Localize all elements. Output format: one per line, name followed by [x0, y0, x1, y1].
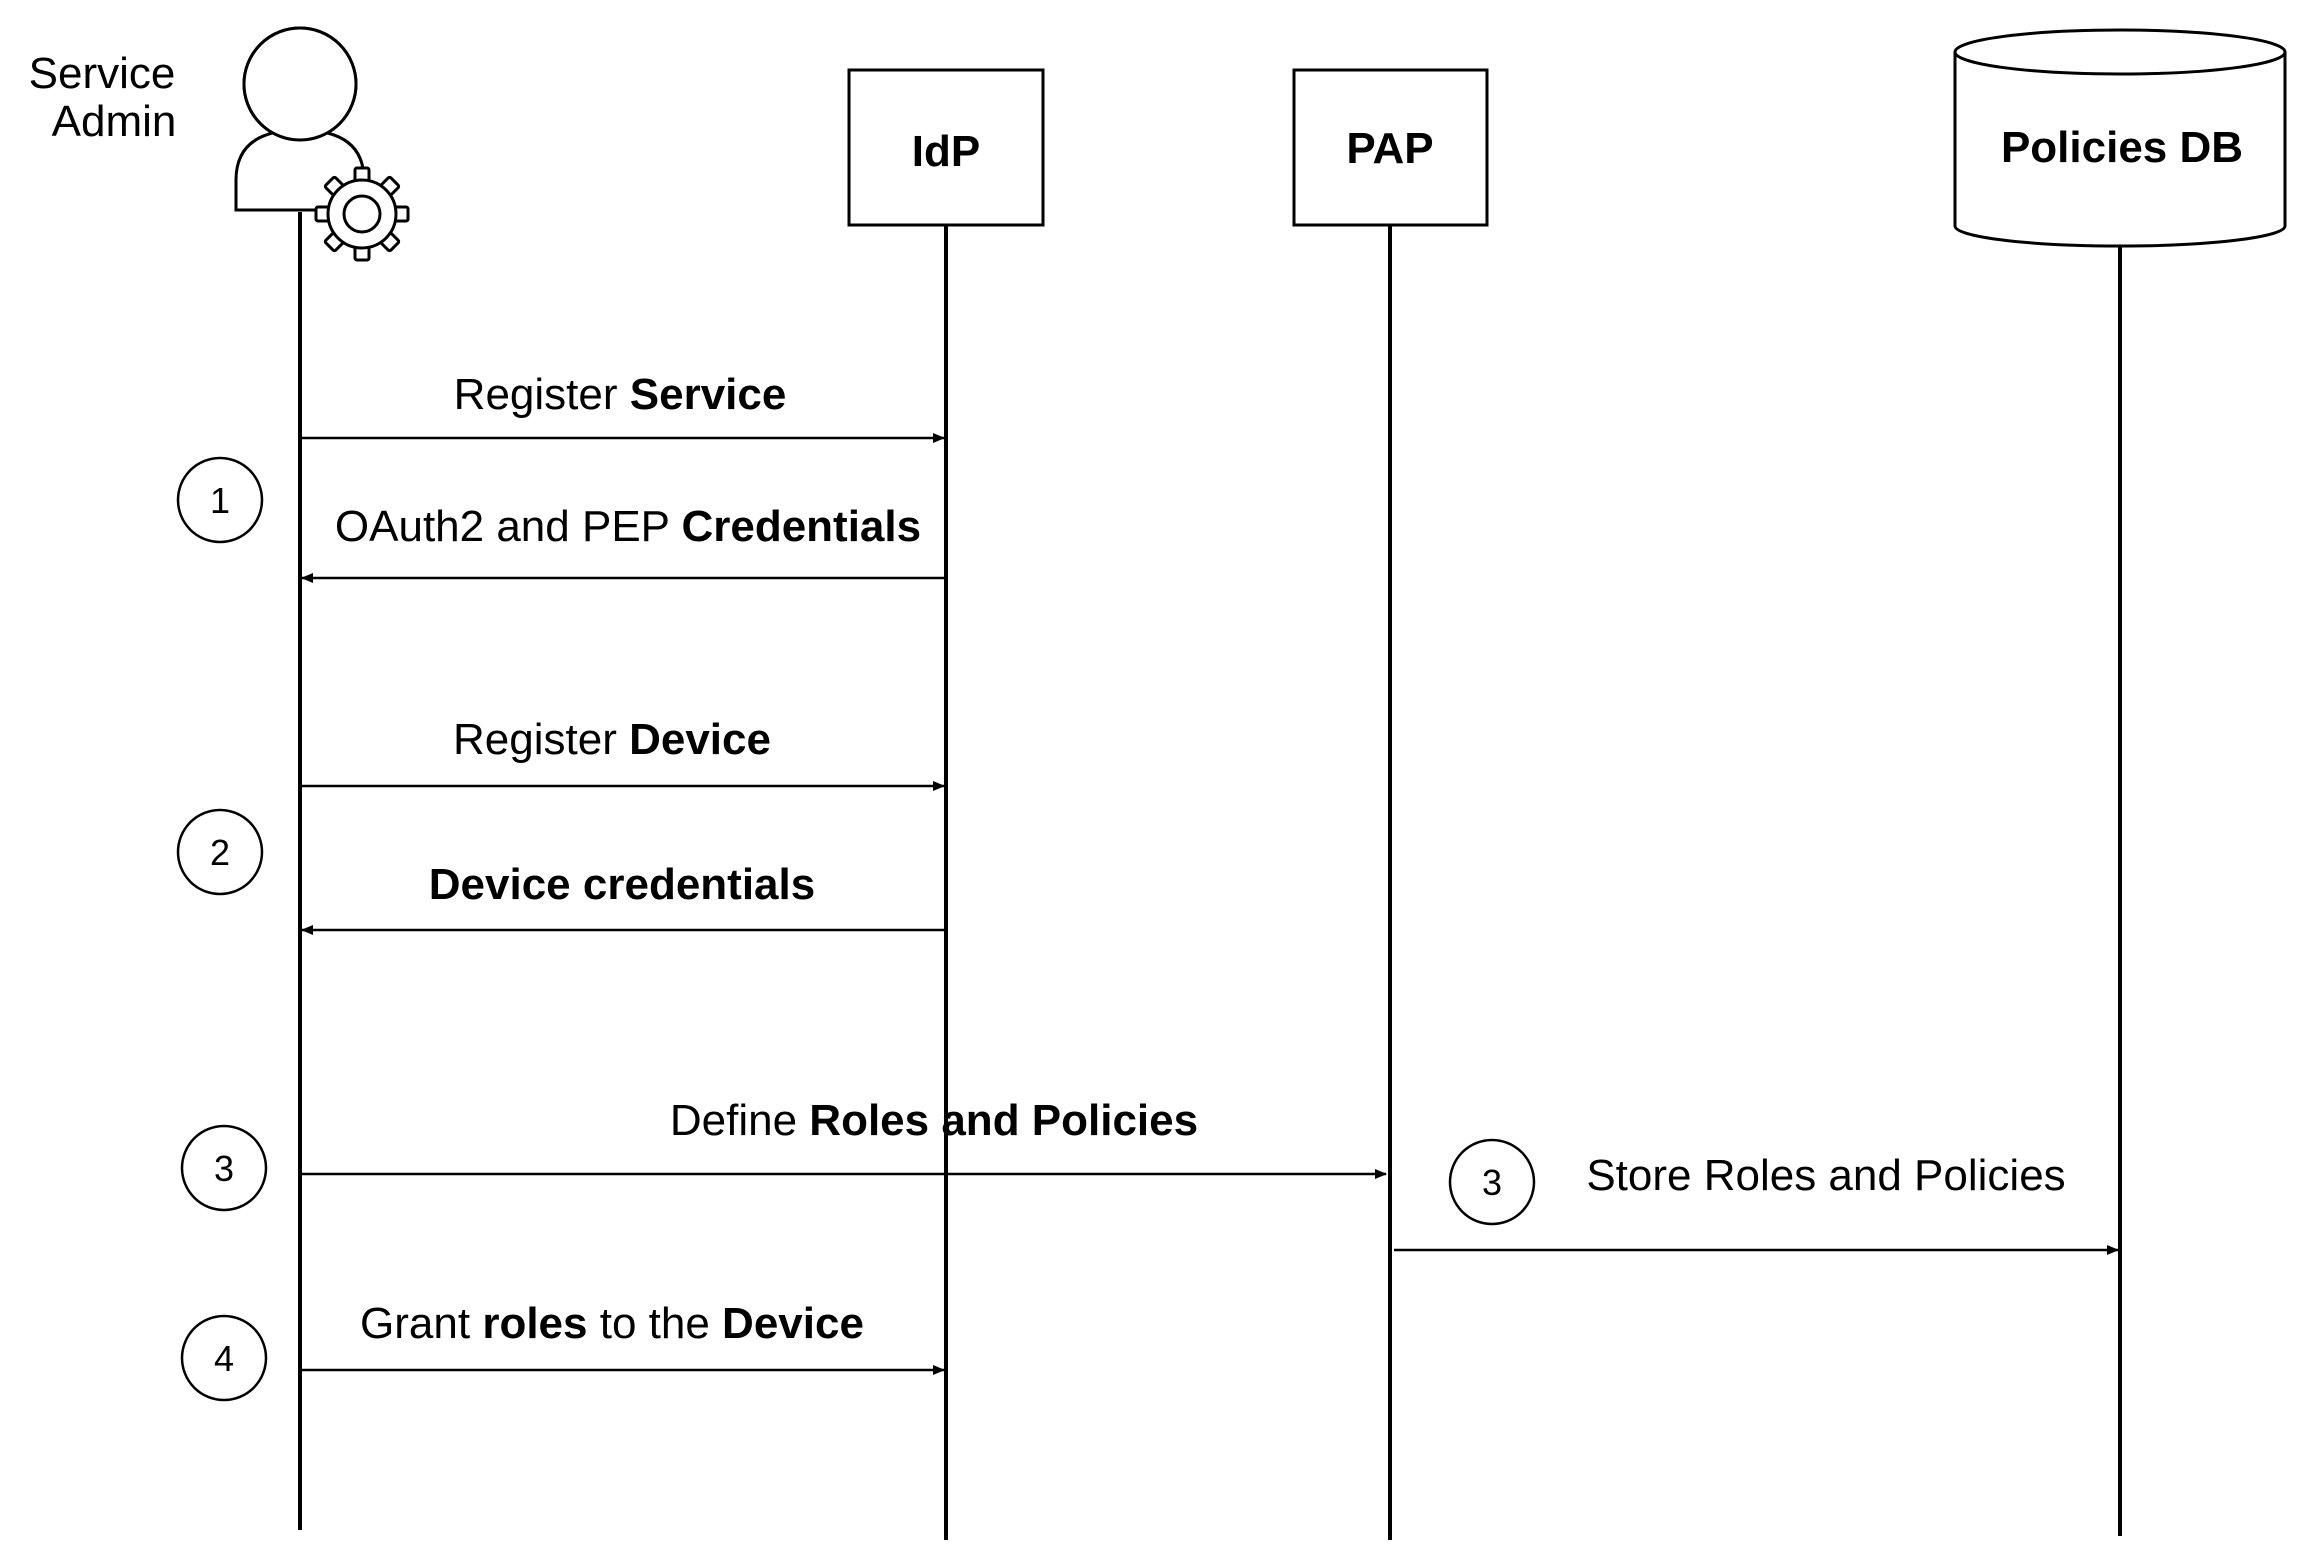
message-register-device-label: Register Device	[453, 715, 771, 764]
message-grant-roles-label: Grant roles to the Device	[360, 1299, 864, 1348]
message-device-credentials-label: Device credentials	[429, 860, 815, 909]
gear-icon	[314, 166, 410, 262]
participant-idp: IdP	[847, 68, 1045, 227]
participant-pap: PAP	[1292, 68, 1489, 227]
message-register-device: Register Device	[302, 715, 945, 791]
step-3-store-label: 3	[1482, 1162, 1502, 1203]
participant-policies-db: Policies DB	[1953, 28, 2287, 248]
database-cylinder	[1953, 52, 2287, 248]
message-register-service-label: Register Service	[454, 370, 787, 419]
step-1-label: 1	[210, 480, 230, 521]
step-4-label: 4	[214, 1338, 234, 1379]
message-store-roles-policies-label: Store Roles and Policies	[1586, 1151, 2065, 1200]
message-oauth2-pep-credentials: OAuth2 and PEP Credentials	[301, 502, 944, 583]
actor-label-line1: Service	[29, 49, 176, 98]
message-define-roles-policies-label: Define Roles and Policies	[670, 1096, 1198, 1145]
message-store-roles-policies: Store Roles and Policies	[1394, 1151, 2119, 1255]
message-define-roles-policies: Define Roles and Policies	[302, 1096, 1387, 1179]
step-1: 1	[176, 456, 264, 544]
step-2-label: 2	[210, 832, 230, 873]
actor-service-admin: Service Admin	[29, 26, 410, 262]
step-4: 4	[180, 1314, 268, 1402]
step-3-label: 3	[214, 1148, 234, 1189]
participant-idp-label: IdP	[912, 127, 980, 176]
step-3: 3	[180, 1124, 268, 1212]
participant-pap-label: PAP	[1346, 124, 1433, 173]
step-2: 2	[176, 808, 264, 896]
message-oauth2-pep-credentials-label: OAuth2 and PEP Credentials	[335, 502, 921, 551]
message-grant-roles: Grant roles to the Device	[302, 1299, 945, 1375]
step-3-store: 3	[1448, 1138, 1536, 1226]
actor-label-line2: Admin	[52, 97, 177, 146]
participant-policies-db-label: Policies DB	[2001, 123, 2243, 172]
message-device-credentials: Device credentials	[301, 860, 944, 935]
user-gear-icon	[234, 26, 410, 262]
message-register-service: Register Service	[302, 370, 945, 443]
